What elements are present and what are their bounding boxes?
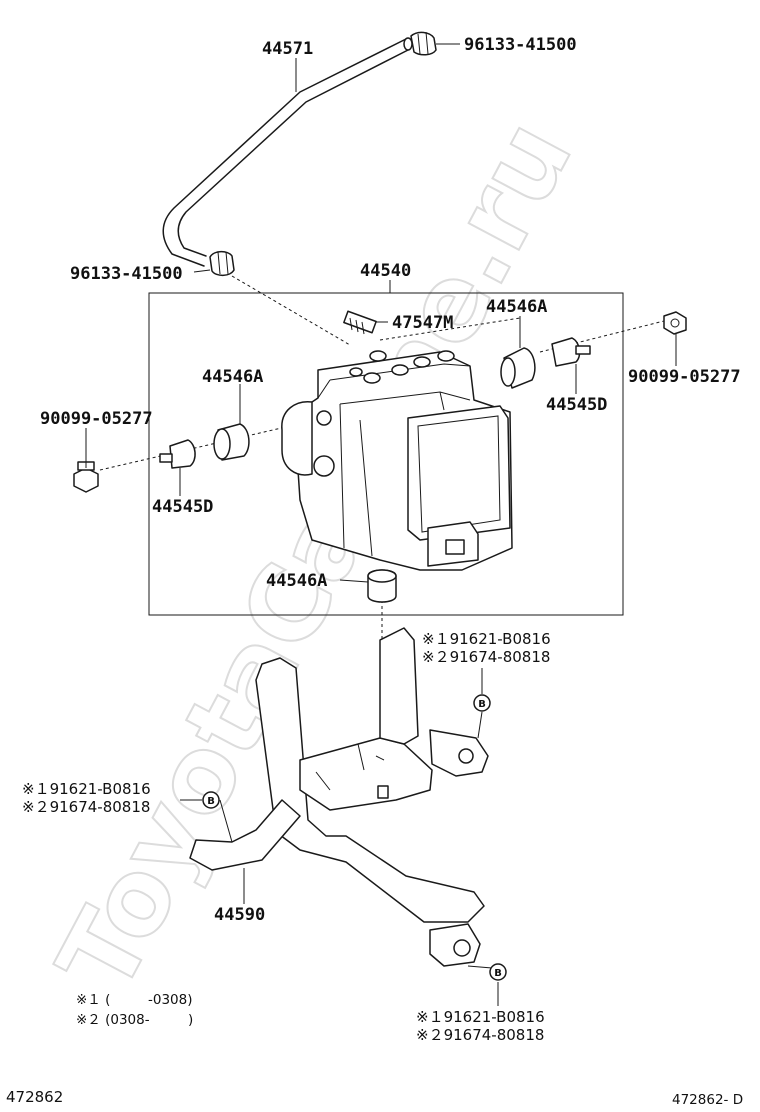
label-bleeder[interactable]: 47547M [392,313,453,333]
svg-text:B: B [494,968,502,979]
svg-text:※２ (0308-: ※２ (0308- [76,1012,150,1028]
watermark: ToyotaCarline.ru [34,101,595,1011]
label-cushion-left[interactable]: 44546A [202,367,263,387]
label-hose[interactable]: 44571 [262,39,313,59]
actuator-port-caps [349,350,455,384]
label-cushion-bottom[interactable]: 44546A [266,571,327,591]
svg-text:※１91621-B0816: ※１91621-B0816 [422,630,551,648]
svg-text:※２91674-80818: ※２91674-80818 [22,798,150,816]
svg-text:※１91621-B0816: ※１91621-B0816 [416,1008,545,1026]
cushion-bottom[interactable] [367,569,397,603]
leader-lines [85,43,677,1006]
bleeder-plug[interactable] [343,310,377,335]
abs-actuator[interactable] [281,350,513,571]
bolt-badge-left: B [202,791,220,809]
svg-text:B: B [478,699,486,710]
bolt-badge-bottom: B [489,963,507,981]
collar-left[interactable] [159,439,196,469]
label-bolt-left[interactable]: 90099-05277 [40,409,153,429]
bracket[interactable] [189,627,489,967]
svg-text:※２91674-80818: ※２91674-80818 [416,1026,544,1044]
svg-text:※１91621-B0816: ※１91621-B0816 [22,780,151,798]
bolt-callout-right[interactable]: ※１91621-B0816 ※２91674-80818 [422,630,551,666]
bolt-callout-left[interactable]: ※１91621-B0816 ※２91674-80818 [22,780,151,816]
svg-text:B: B [207,796,215,807]
label-actuator-assy[interactable]: 44540 [360,261,411,281]
brake-hose[interactable] [162,37,413,267]
hose-clip-top[interactable] [410,31,437,56]
svg-text:): ) [188,1012,193,1028]
bolt-callout-bottom[interactable]: ※１91621-B0816 ※２91674-80818 [416,1008,545,1044]
actuator-assy-frame [148,292,624,616]
model-year-notes: ※１ ( -0308) ※２ (0308- ) [76,992,193,1028]
label-collar-left[interactable]: 44545D [152,497,213,517]
label-bracket[interactable]: 44590 [214,905,265,925]
bolt-right[interactable] [663,311,687,335]
label-clip-top[interactable]: 96133-41500 [464,35,577,55]
label-cushion-right[interactable]: 44546A [486,297,547,317]
illustration-code-left: 472862 [6,1088,63,1106]
label-clip-left[interactable]: 96133-41500 [70,264,183,284]
cushion-right[interactable] [500,347,536,389]
svg-text:※２91674-80818: ※２91674-80818 [422,648,550,666]
svg-text:※１ (: ※１ ( [76,992,110,1008]
illustration-code-right: 472862- D [672,1092,743,1108]
label-collar-right[interactable]: 44545D [546,395,607,415]
svg-text:-0308): -0308) [148,992,193,1008]
collar-right[interactable] [551,337,591,367]
label-bolt-right[interactable]: 90099-05277 [628,367,741,387]
hose-clip-left[interactable] [209,250,235,277]
cushion-left[interactable] [213,423,250,461]
bolt-badge-top-right: B [473,694,491,712]
